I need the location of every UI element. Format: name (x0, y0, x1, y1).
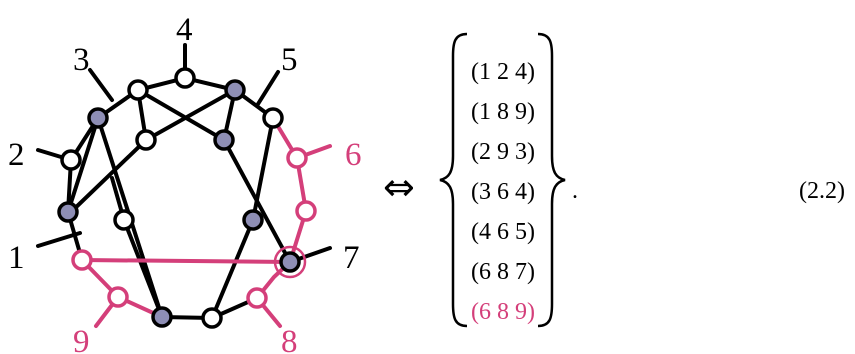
graph-vertices (57, 67, 317, 329)
highlighted-open-vertex (107, 286, 129, 308)
equation-number: (2.2) (799, 178, 845, 204)
internal-edge (136, 88, 226, 142)
filled-vertex (57, 201, 79, 223)
right-brace (537, 32, 566, 328)
leg-label-3: 3 (73, 42, 90, 78)
tuple-row: (6 8 7) (471, 259, 535, 285)
highlighted-open-vertex (286, 147, 308, 169)
tuple-row: (4 6 5) (471, 219, 535, 245)
trailing-period: . (572, 178, 578, 204)
leg-label-8: 8 (281, 324, 298, 354)
tuple-row: (1 8 9) (471, 99, 535, 125)
internal-edge (66, 116, 100, 214)
leg-label-1: 1 (8, 240, 25, 276)
external-leg-5 (256, 70, 280, 106)
tuple-set: (1 2 4) (1 8 9) (2 9 3) (3 6 4) (4 6 5) … (439, 32, 566, 328)
tuple-row: (2 9 3) (471, 139, 535, 165)
leg-label-4: 4 (176, 12, 193, 48)
filled-vertex (279, 251, 301, 273)
leg-label-9: 9 (73, 324, 90, 354)
open-vertex (201, 307, 223, 329)
external-leg-3 (88, 68, 114, 102)
internal-edge (122, 218, 164, 319)
open-vertex (135, 129, 157, 151)
open-vertex (174, 67, 196, 89)
filled-vertex (87, 107, 109, 129)
filled-vertex (224, 79, 246, 101)
outer-ring-edge (66, 75, 275, 214)
leg-label-6: 6 (345, 137, 362, 173)
leg-labels: 1 2 3 4 5 6 7 8 9 (8, 12, 362, 354)
leg-label-2: 2 (8, 137, 25, 173)
internal-edge (210, 218, 255, 320)
leg-label-7: 7 (343, 240, 360, 276)
internal-edge (144, 88, 237, 142)
open-vertex (262, 107, 284, 129)
open-vertex (60, 149, 82, 171)
open-vertex (127, 79, 149, 101)
internal-edge (251, 116, 275, 222)
filled-vertex (242, 209, 264, 231)
internal-edge (222, 138, 292, 264)
left-brace (439, 32, 468, 328)
leg-label-5: 5 (281, 42, 298, 78)
equivalence-symbol: ⇔ (383, 165, 415, 209)
external-leg-1 (36, 231, 82, 248)
tuple-row: (1 2 4) (471, 59, 535, 85)
tuple-row-highlighted: (6 8 9) (471, 299, 535, 325)
open-vertex (113, 209, 135, 231)
internal-edge (69, 138, 148, 214)
highlighted-open-vertex (246, 287, 268, 309)
filled-vertex (213, 129, 235, 151)
filled-vertex (151, 306, 173, 328)
tuple-row: (3 6 4) (471, 179, 535, 205)
highlighted-edge (80, 258, 292, 264)
highlighted-open-vertex (71, 249, 93, 271)
highlight-ring (273, 245, 307, 279)
highlighted-open-vertex (295, 200, 317, 222)
